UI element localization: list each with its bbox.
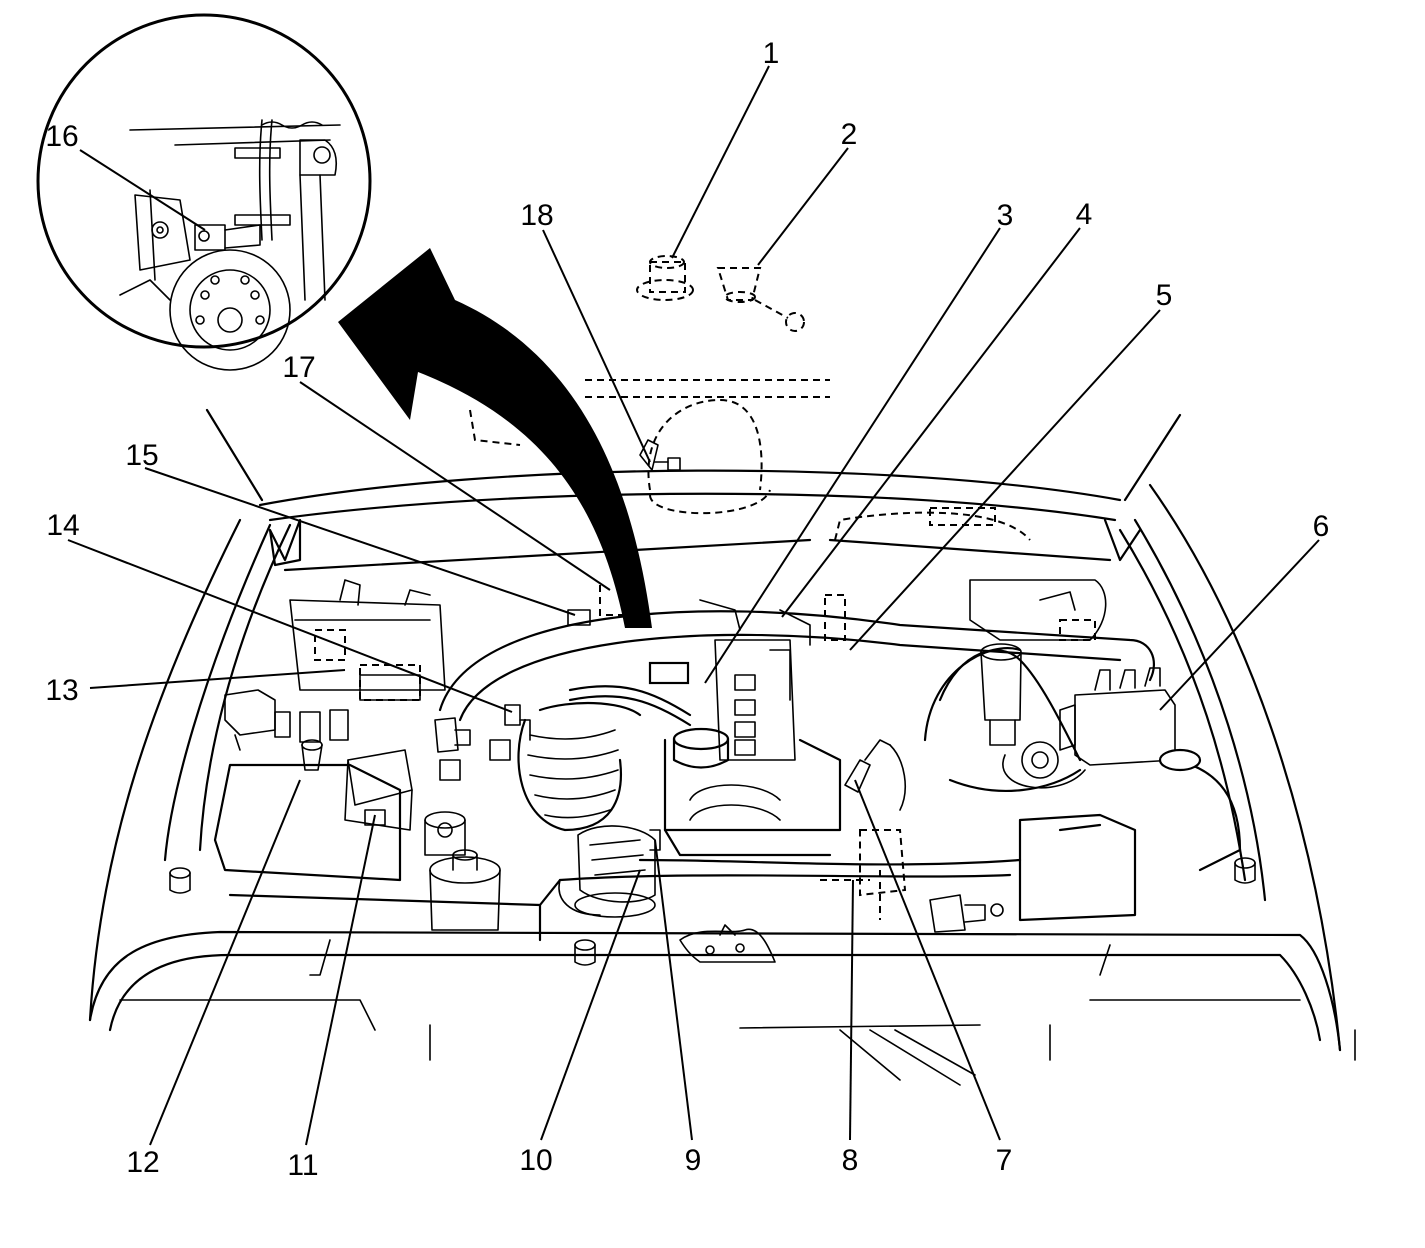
leader-lines — [67, 65, 1320, 1146]
callout-7: 7 — [996, 1144, 1013, 1177]
callout-11: 11 — [287, 1149, 318, 1182]
callout-5: 5 — [1156, 279, 1173, 312]
loose-parts — [636, 255, 805, 332]
vehicle-body — [88, 408, 1356, 1086]
callout-14: 14 — [46, 509, 79, 542]
callout-16: 16 — [45, 120, 78, 153]
callout-18: 18 — [520, 199, 553, 232]
callout-6: 6 — [1313, 510, 1330, 543]
callout-2: 2 — [841, 118, 858, 151]
hidden-components — [469, 379, 1031, 920]
callout-15: 15 — [125, 439, 158, 472]
callout-8: 8 — [842, 1144, 859, 1177]
callout-4: 4 — [1076, 198, 1093, 231]
callout-10: 10 — [519, 1144, 552, 1177]
callout-labels: 1 2 3 4 5 6 7 8 9 10 11 12 13 14 15 16 1… — [45, 37, 1329, 1182]
engine-assembly — [213, 439, 1242, 963]
callout-13: 13 — [45, 674, 78, 707]
callout-9: 9 — [685, 1144, 702, 1177]
callout-1: 1 — [763, 37, 780, 70]
callout-3: 3 — [997, 199, 1014, 232]
detail-arrow — [338, 248, 652, 628]
detail-inset — [36, 13, 372, 371]
callout-12: 12 — [126, 1146, 159, 1179]
callout-17: 17 — [282, 351, 315, 384]
